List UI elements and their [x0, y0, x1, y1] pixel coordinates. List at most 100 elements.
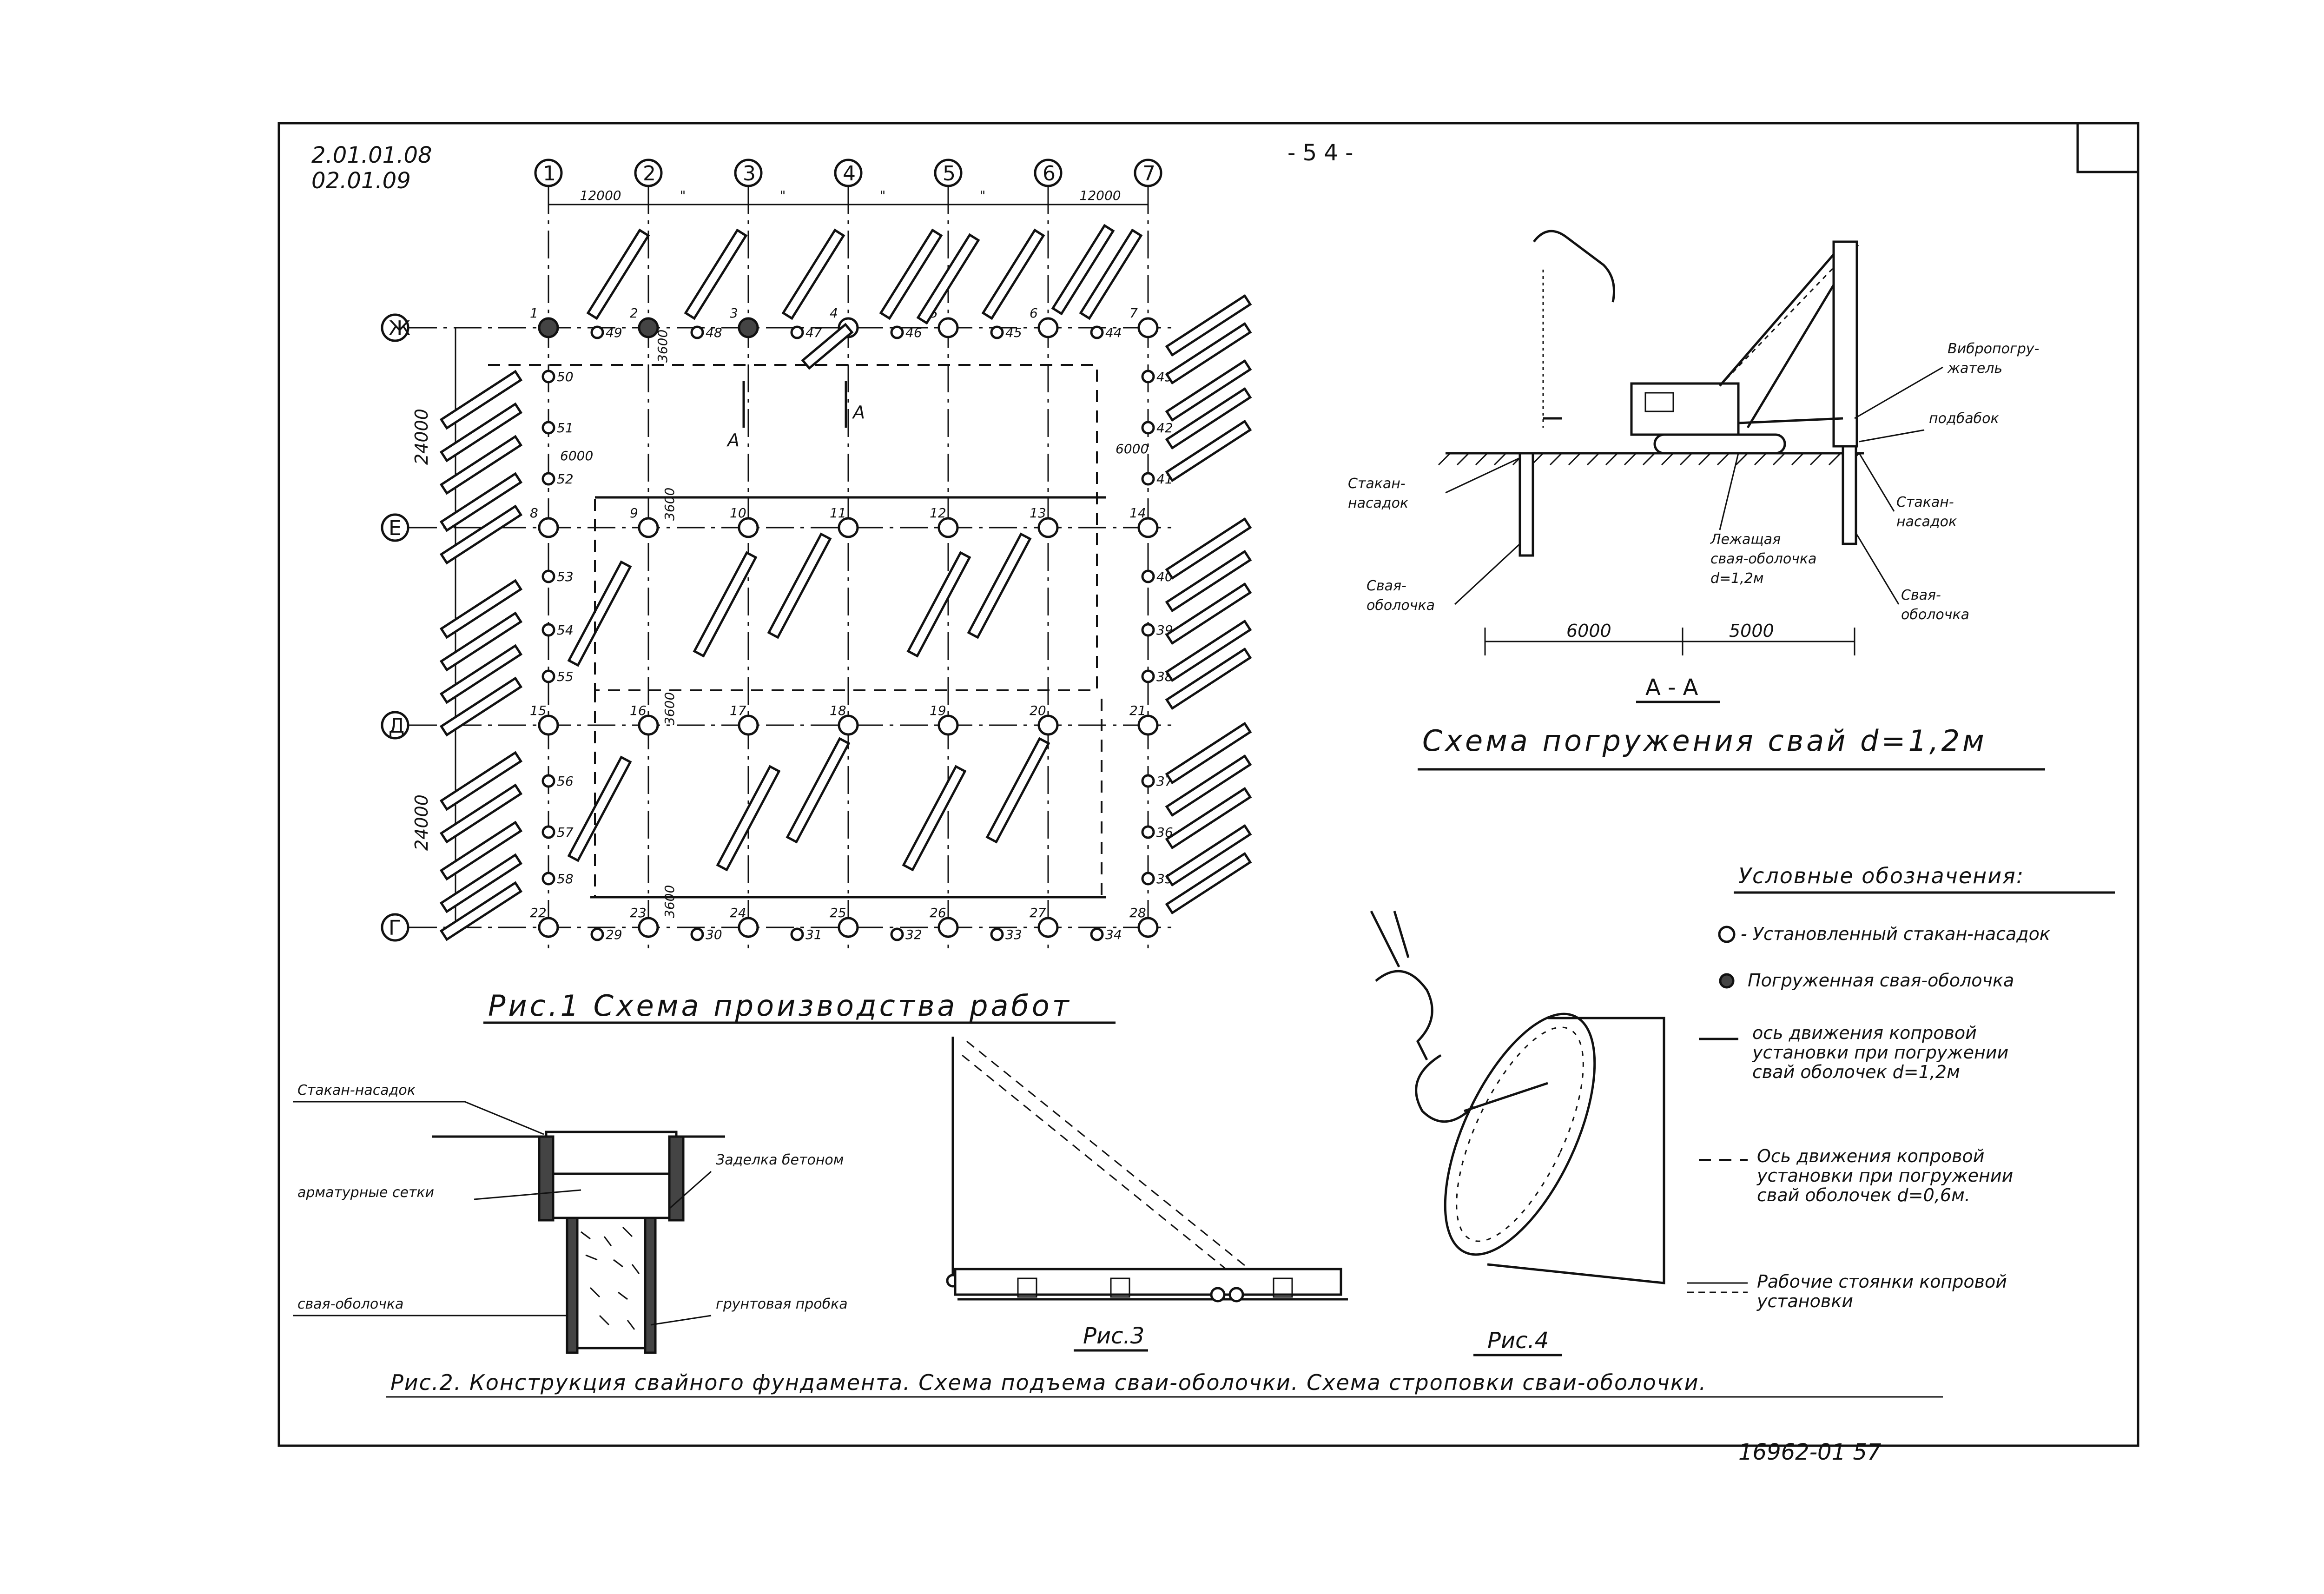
lying-pile-bar: [767, 532, 832, 639]
crane-rope-curve: [1533, 230, 1615, 303]
pile-markers: 1234567891011121314151617181920212223242…: [530, 305, 1173, 942]
pile-number: 34: [1105, 927, 1122, 942]
crane-boom-lattice: [1719, 259, 1842, 387]
pile-number: 24: [730, 905, 746, 920]
dim-top-label: ": [680, 188, 686, 203]
fig4-hook-block: [1375, 970, 1433, 1061]
legend-open-circle-icon: [1718, 926, 1736, 943]
pile-marker: [938, 917, 959, 938]
pile-number: 13: [1030, 505, 1046, 521]
pile-marker: [638, 517, 659, 538]
small-pile-marker: [890, 325, 904, 339]
pile-number: 46: [905, 325, 922, 340]
section-pile-left: [1519, 452, 1534, 557]
small-pile-marker: [541, 774, 555, 788]
fig2-fill-hatch: [581, 1226, 640, 1330]
pile-number: 10: [730, 505, 746, 521]
leader-podbabok: [1859, 429, 1925, 443]
pile-number: 33: [1005, 927, 1022, 942]
column-label: 2: [643, 162, 656, 185]
lying-pile-bar: [439, 504, 523, 565]
small-pile-marker: [790, 325, 804, 339]
fig2-pile-body: [566, 1217, 657, 1349]
doc-code-bottom: 02.01.09: [311, 168, 411, 194]
pile-number: 17: [730, 703, 746, 718]
dim-top-label: ": [780, 188, 786, 203]
lying-pile-bar: [439, 820, 523, 881]
lying-pile-bar: [1165, 294, 1252, 357]
lying-piles: [567, 224, 1143, 872]
column-bubble: [834, 159, 863, 187]
lying-pile-bar: [439, 472, 523, 532]
pile-number: 53: [557, 569, 574, 584]
leader-lying: [1719, 453, 1739, 530]
row-bubble: [381, 513, 409, 542]
pile-marker: [738, 714, 759, 736]
pile-number: 29: [606, 927, 622, 942]
pile-marker: [1037, 714, 1059, 736]
pile-number: 19: [930, 703, 946, 718]
column-label: 7: [1142, 162, 1155, 185]
lying-pile-bar: [439, 853, 523, 913]
row-label: Д: [389, 714, 404, 738]
pile-number: 45: [1005, 325, 1022, 340]
fig2-leader-zadelka: [669, 1171, 712, 1210]
dim-small-3: 3600: [655, 330, 670, 363]
crane-window: [1644, 392, 1674, 412]
dim-top-label: ": [980, 188, 986, 203]
pile-marker: [538, 714, 559, 736]
fig2-pile-wall-left: [566, 1217, 579, 1354]
footer-code: 16962-01 57: [1738, 1439, 1882, 1465]
pile-number: 55: [557, 669, 574, 684]
leader-stakan-left: [1445, 457, 1520, 494]
small-pile-marker: [590, 325, 604, 339]
pile-number: 16: [630, 703, 647, 718]
pile-marker: [738, 317, 759, 338]
fig2-label-probka: грунтовая пробка: [716, 1296, 848, 1312]
corner-stamp-box: [2076, 122, 2139, 173]
lying-pile-bar: [439, 579, 523, 639]
column-bubble: [1134, 159, 1162, 187]
small-pile-marker: [690, 325, 704, 339]
top-dimensions: 12000""""12000: [580, 188, 1121, 203]
small-pile-marker: [1141, 421, 1155, 435]
column-bubble: [634, 159, 663, 187]
fig2-pile-wall-right: [644, 1217, 657, 1354]
column-bubble: [934, 159, 963, 187]
fig4-pile-body: [1487, 1017, 1665, 1284]
row-bubble: [381, 711, 409, 740]
section-dim-5000: 5000: [1729, 621, 1774, 641]
dim-small-1: 6000: [560, 448, 593, 463]
pile-marker: [538, 917, 559, 938]
pile-number: 9: [630, 505, 638, 521]
lying-pile-bar: [906, 551, 971, 658]
pile-marker: [638, 917, 659, 938]
lying-pile-bar: [439, 783, 523, 844]
lying-pile-bar: [1051, 224, 1115, 316]
pile-marker: [738, 917, 759, 938]
column-label: 6: [1043, 162, 1056, 185]
label-podbabok: подбабок: [1929, 410, 1999, 427]
pile-number: 23: [630, 905, 647, 920]
lying-pile-bar: [1165, 359, 1252, 422]
small-pile-marker: [541, 623, 555, 637]
lying-pile-bar: [684, 228, 748, 320]
pile-marker: [838, 714, 859, 736]
lying-pile-bar: [439, 751, 523, 811]
pile-number: 54: [557, 622, 574, 638]
column-bubble: [534, 159, 563, 187]
fig2-label-setki: арматурные сетки: [297, 1184, 434, 1201]
fig3-wheel-2: [1228, 1287, 1244, 1303]
small-pile-marker: [890, 927, 904, 941]
lying-pile-bar: [1165, 582, 1252, 645]
pile-number: 42: [1156, 420, 1173, 436]
section-mark-a1: А: [726, 430, 739, 450]
pile-number: 14: [1129, 505, 1146, 521]
column-bubble: [734, 159, 763, 187]
lying-pile-bar: [985, 737, 1050, 844]
